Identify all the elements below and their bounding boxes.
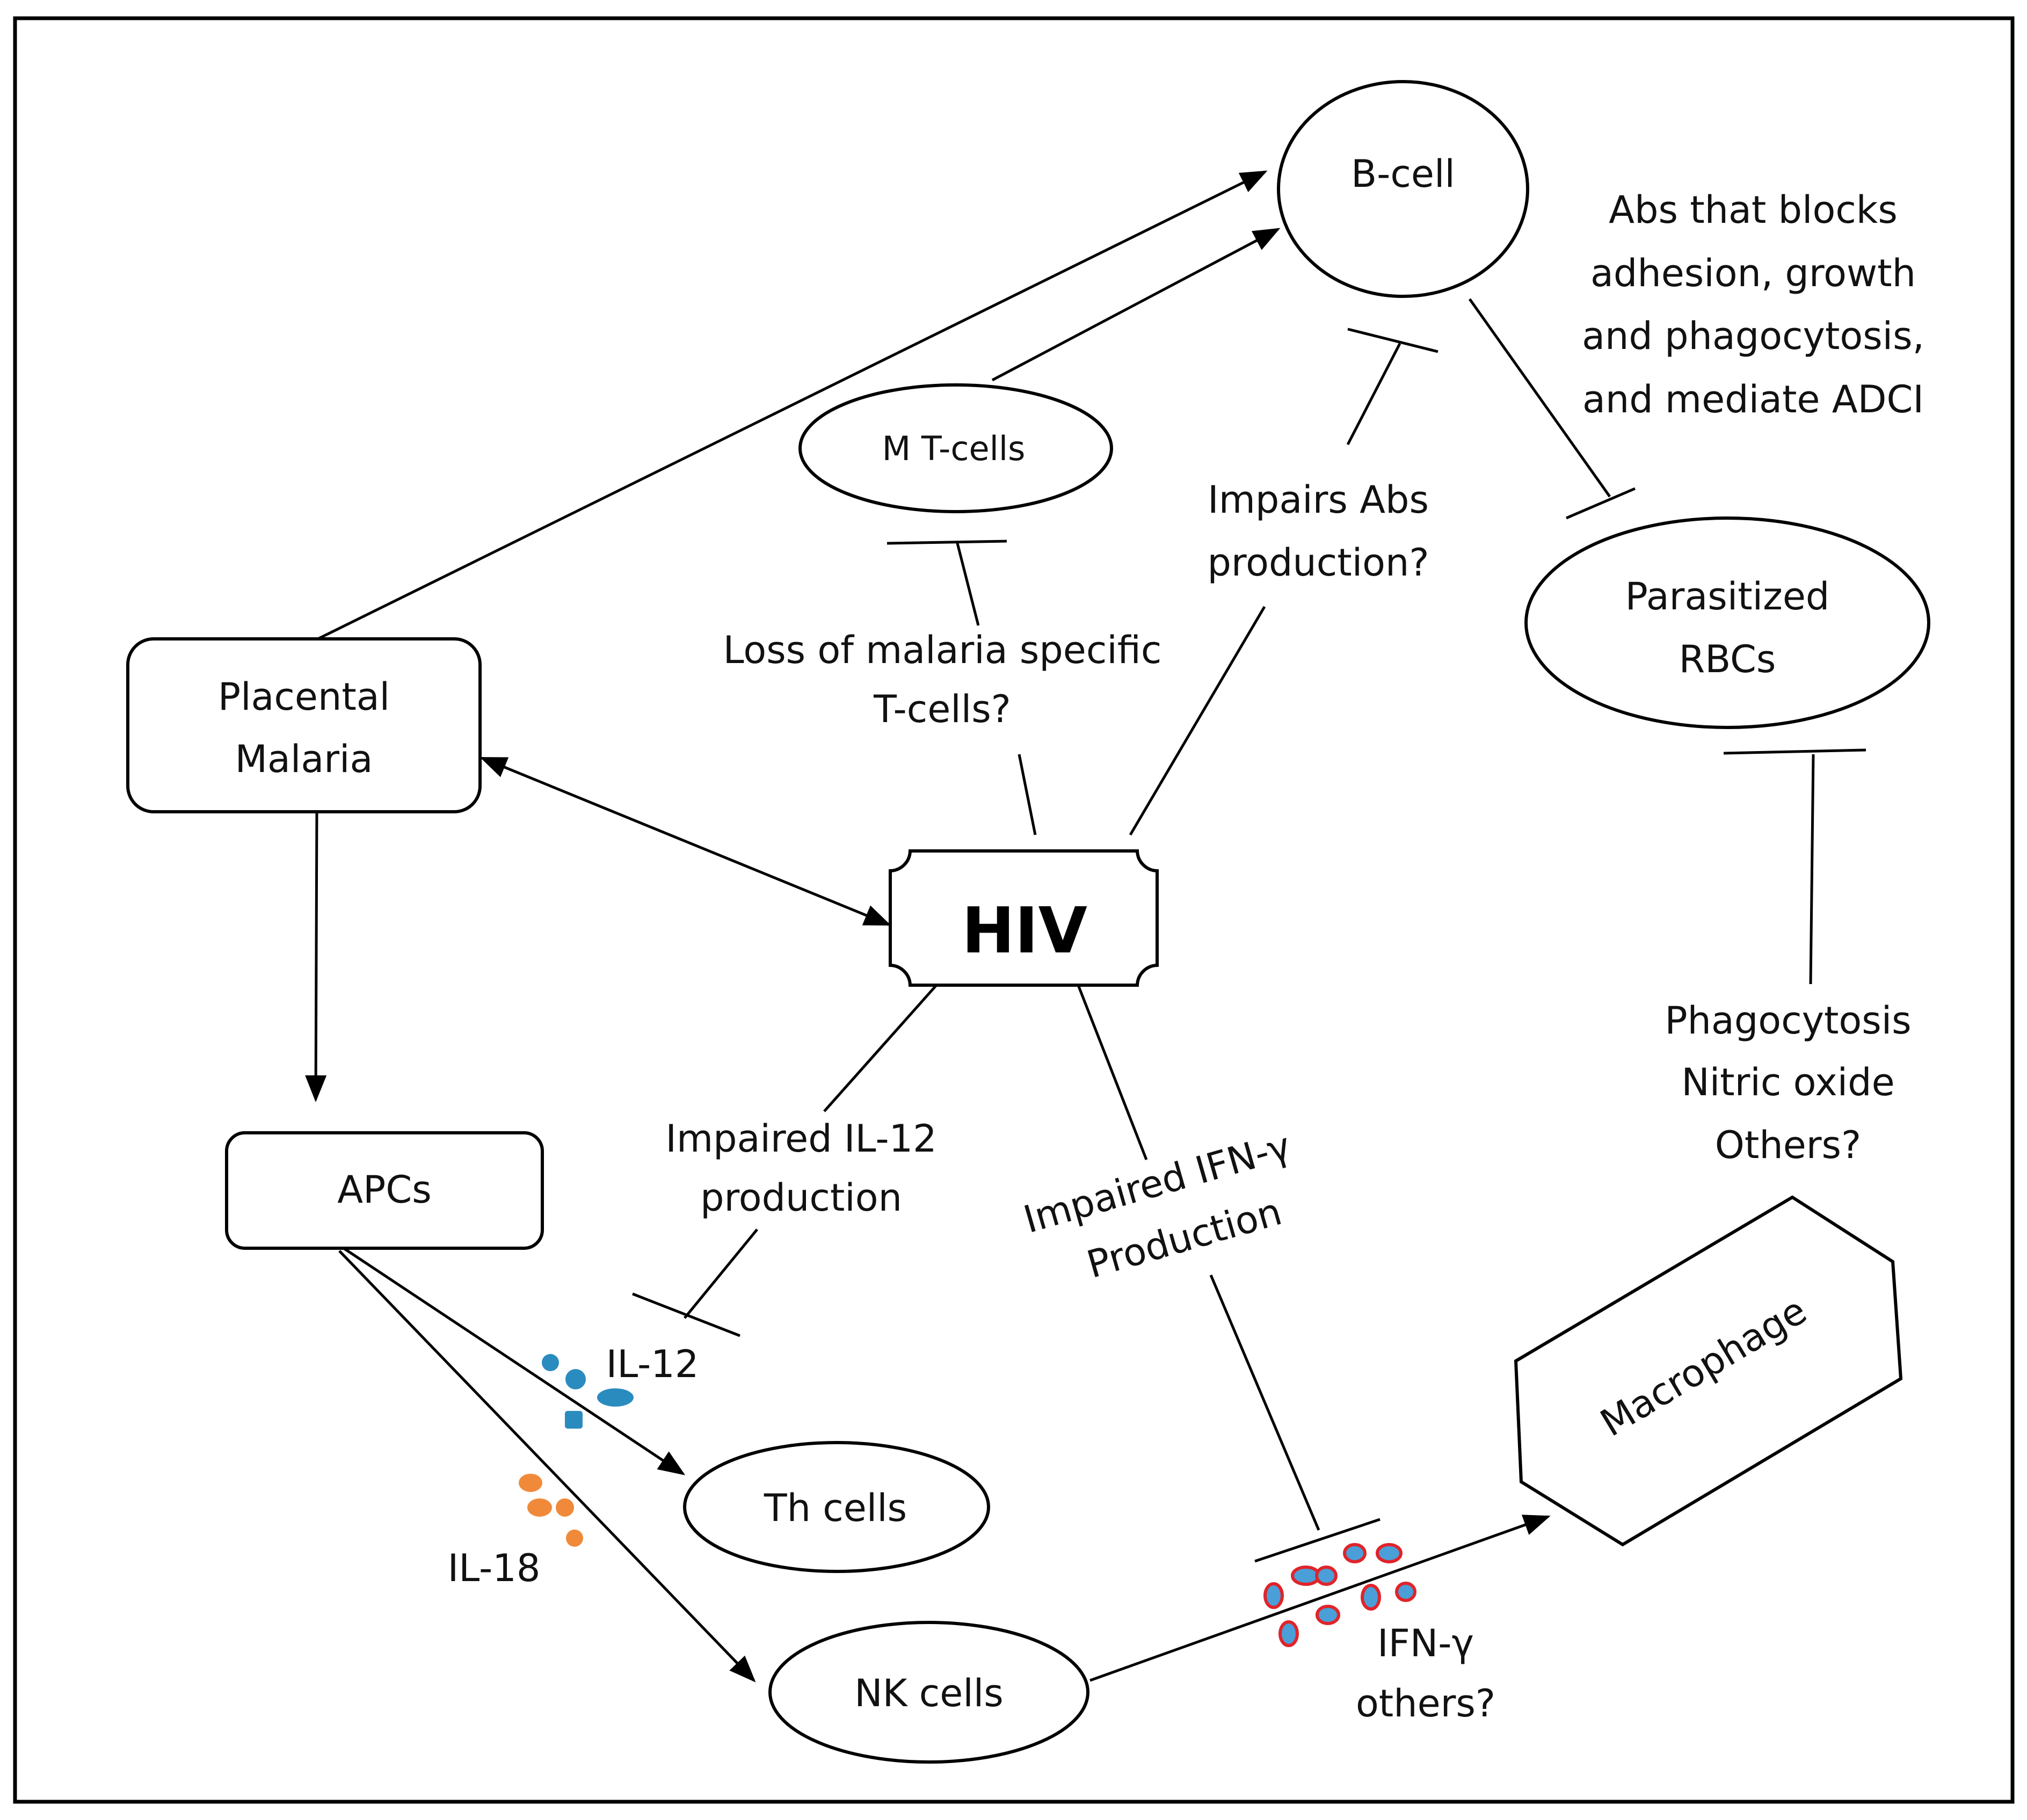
inhibit-hiv-bcell-lower <box>1129 606 1266 836</box>
b-cell-label: B-cell <box>1351 152 1455 196</box>
inhibit-phago-rbcs <box>1809 754 1815 985</box>
inhibit-bar-bcell <box>1347 327 1438 353</box>
edge-placental-to-apcs <box>305 811 327 1102</box>
annotation-ifn-others: IFN-γ others? <box>1356 1621 1495 1726</box>
node-th-cells: Th cells <box>683 1441 990 1573</box>
edge-apcs-to-nkcells <box>338 1250 756 1683</box>
figure-frame <box>13 16 2015 1804</box>
ifn-particle <box>1376 1543 1403 1563</box>
il18-particle <box>519 1474 542 1492</box>
ifn-particle <box>1315 1566 1338 1586</box>
ifn-particle <box>1343 1543 1367 1563</box>
inhibit-bcell-rbcs <box>1468 298 1611 498</box>
abs-block-line4: and mediate ADCI <box>1582 377 1924 421</box>
inhibit-bar-rbcs-top <box>1566 487 1636 520</box>
ifn-particles <box>1263 1543 1416 1647</box>
hiv-label: HIV <box>962 893 1087 967</box>
node-nk-cells: NK cells <box>768 1621 1089 1764</box>
il18-particle <box>556 1498 574 1517</box>
il12-label: IL-12 <box>606 1342 699 1386</box>
abs-block-line3: and phagocytosis, <box>1582 314 1924 358</box>
edge-nkcells-to-macrophage <box>1089 1515 1551 1682</box>
inhibit-hiv-il12-lower <box>684 1228 758 1319</box>
edge-mtcells-to-bcell <box>991 228 1281 382</box>
inhibit-hiv-ifn-lower <box>1209 1275 1320 1531</box>
phagocytosis-line3: Others? <box>1715 1123 1861 1167</box>
il18-particle <box>566 1530 583 1547</box>
rbcs-label-line2: RBCs <box>1679 637 1776 681</box>
ifn-others-line2: others? <box>1356 1681 1495 1726</box>
ifn-particle <box>1316 1605 1340 1625</box>
inhibit-bar-mtcells <box>887 540 1007 545</box>
ifn-particle <box>1395 1582 1416 1602</box>
phagocytosis-line2: Nitric oxide <box>1681 1060 1894 1104</box>
inhibit-bar-ifn <box>1254 1518 1381 1563</box>
annotation-impaired-il12: Impaired IL-12 production <box>665 1117 936 1220</box>
inhibit-hiv-mtcells-upper <box>955 541 980 626</box>
node-parasitized-rbcs: Parasitized RBCs <box>1524 516 1930 729</box>
inhibit-bar-il12 <box>632 1292 740 1337</box>
ifn-others-line1: IFN-γ <box>1377 1621 1474 1665</box>
il12-particle <box>542 1354 559 1371</box>
th-cells-label: Th cells <box>764 1486 907 1530</box>
annotation-loss-t-cells: Loss of malaria specific T-cells? <box>723 628 1162 731</box>
annotation-phagocytosis: Phagocytosis Nitric oxide Others? <box>1665 999 1911 1167</box>
il18-particle <box>527 1498 552 1517</box>
loss-t-cells-line2: T-cells? <box>873 687 1011 731</box>
il12-particle <box>597 1388 634 1407</box>
inhibit-bar-rbcs-bottom <box>1723 748 1866 755</box>
edge-placental-to-bcell <box>317 170 1268 640</box>
ifn-particle <box>1263 1582 1284 1609</box>
apcs-label: APCs <box>337 1168 431 1212</box>
rbcs-label-line1: Parasitized <box>1625 574 1830 618</box>
node-apcs: APCs <box>225 1131 544 1250</box>
impairs-abs-line1: Impairs Abs <box>1208 478 1429 522</box>
il12-particle <box>565 1369 586 1389</box>
abs-block-line2: adhesion, growth <box>1590 251 1916 295</box>
ifn-particle <box>1278 1620 1299 1647</box>
il12-particles <box>542 1354 634 1429</box>
inhibit-hiv-ifn-upper <box>1077 985 1148 1160</box>
edge-placental-hiv <box>479 756 891 926</box>
node-placental-malaria: Placental Malaria <box>126 637 482 813</box>
annotation-impaired-ifn: Impaired IFN-γ Production <box>1019 1124 1295 1287</box>
abs-block-line1: Abs that blocks <box>1609 188 1898 232</box>
m-t-cells-label: M T-cells <box>882 429 1026 468</box>
annotation-abs-block: Abs that blocks adhesion, growth and pha… <box>1582 188 1924 421</box>
node-hiv: HIV <box>889 849 1159 987</box>
placental-label-line2: Malaria <box>235 737 373 781</box>
loss-t-cells-line1: Loss of malaria specific <box>723 628 1162 672</box>
il18-label: IL-18 <box>448 1546 541 1590</box>
il18-particles <box>519 1474 583 1547</box>
node-m-t-cells: M T-cells <box>798 383 1113 513</box>
nk-cells-label: NK cells <box>854 1671 1003 1715</box>
inhibit-hiv-il12-upper <box>823 984 938 1112</box>
ifn-particle <box>1361 1584 1381 1611</box>
node-b-cell: B-cell <box>1277 80 1529 298</box>
impaired-il12-line2: production <box>700 1176 902 1220</box>
inhibit-hiv-bcell-upper <box>1346 343 1401 446</box>
impaired-il12-line1: Impaired IL-12 <box>665 1117 936 1161</box>
phagocytosis-line1: Phagocytosis <box>1665 999 1911 1043</box>
impairs-abs-line2: production? <box>1207 541 1429 585</box>
annotation-impairs-abs: Impairs Abs production? <box>1207 478 1429 585</box>
edge-apcs-to-thcells <box>343 1247 686 1475</box>
il12-particle <box>565 1411 583 1429</box>
node-macrophage: Macrophage <box>1514 1195 1903 1547</box>
inhibit-hiv-mtcells-lower <box>1018 754 1037 835</box>
placental-label-line1: Placental <box>218 675 390 719</box>
